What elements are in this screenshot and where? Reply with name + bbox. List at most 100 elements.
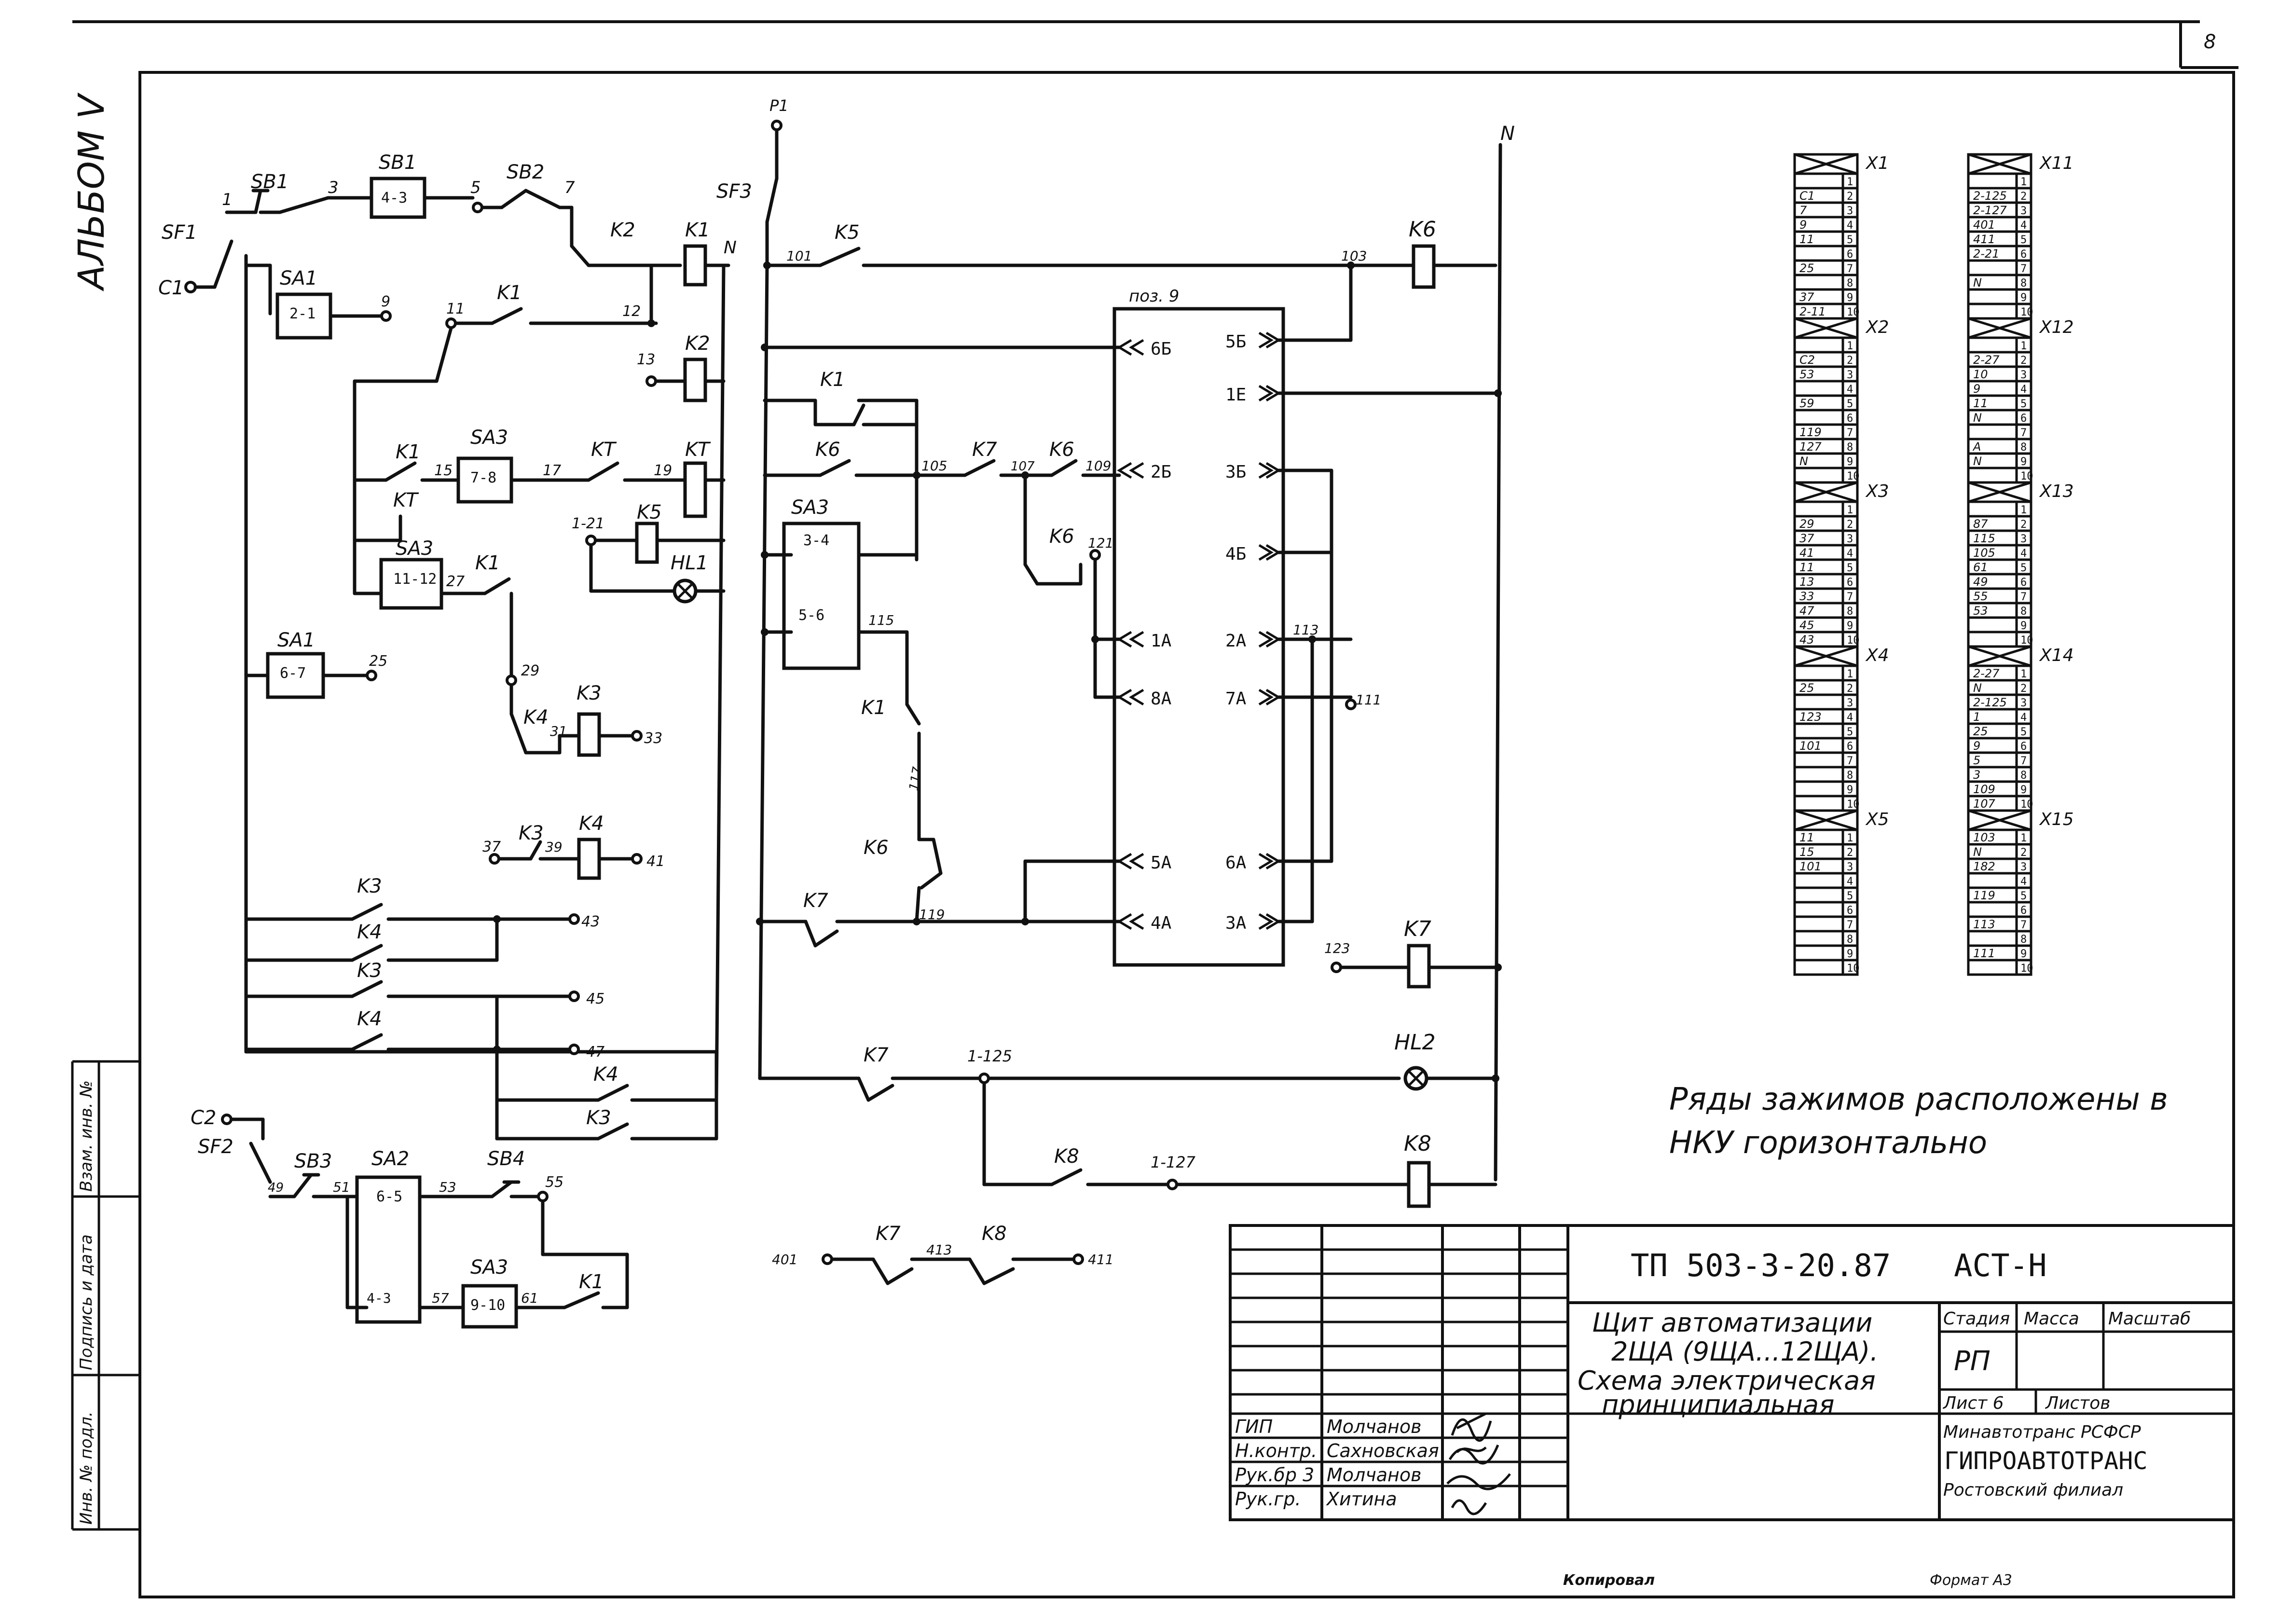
title-line-3: Схема электрическая — [1578, 1365, 1876, 1396]
tb-row-number: 5 — [2020, 234, 2027, 246]
right-n-label: N — [1500, 123, 1515, 145]
tb-row-label: 401 — [1973, 218, 1995, 232]
tb-row-number: 4 — [2020, 548, 2027, 560]
tb-row — [1967, 901, 2018, 918]
tb-row-number: 8 — [2020, 277, 2027, 289]
svg-text:7-8: 7-8 — [470, 469, 496, 486]
tb-row-number: 7 — [2020, 427, 2027, 439]
tb-row-number: 7 — [1847, 427, 1853, 439]
staff-role-4: Рук.гр. — [1235, 1488, 1301, 1510]
tb-row-label: 101 — [1799, 739, 1822, 753]
tb-row-number: 4 — [2020, 876, 2027, 888]
tb-row-label: 2-11 — [1799, 305, 1826, 318]
tb-row — [1793, 930, 1844, 947]
tb-row-number: 4 — [1847, 384, 1853, 396]
net-7: 7 — [564, 178, 575, 197]
tb-row-label: 10 — [1973, 368, 1988, 381]
tb-row-label: 37 — [1799, 290, 1814, 304]
tb-row-label: 41 — [1799, 546, 1814, 560]
tb-row-number: 8 — [1847, 277, 1853, 289]
tb-row-number: 4 — [1847, 876, 1853, 888]
net-25: 25 — [369, 653, 387, 670]
tb-row-number: 1 — [2020, 668, 2027, 680]
tb-group-name: X11 — [2039, 153, 2073, 173]
net-61: 61 — [521, 1290, 538, 1306]
tb-row-label: N — [1973, 845, 1982, 859]
tb-row — [1793, 901, 1844, 918]
port-1e: 1Е — [1225, 385, 1246, 405]
net-113: 113 — [1293, 622, 1318, 638]
tb-row-number: 2 — [2020, 191, 2027, 203]
net-1-125: 1-125 — [967, 1047, 1012, 1065]
tb-row — [1793, 380, 1844, 397]
net-413: 413 — [926, 1242, 952, 1258]
tb-row-label: 53 — [1799, 368, 1814, 381]
tb-row-number: 4 — [2020, 220, 2027, 232]
doc-mark: АСТ-Н — [1954, 1248, 2047, 1284]
tb-row-label: 61 — [1973, 561, 1988, 574]
tb-row-label: 411 — [1973, 233, 1995, 246]
drawing-frame — [71, 20, 2238, 1598]
tb-row-label: 45 — [1799, 619, 1814, 632]
tb-row — [1793, 722, 1844, 740]
tb-row-label: 9 — [1799, 218, 1807, 232]
tb-row-number: 6 — [1847, 905, 1853, 917]
input-c2: С2 — [191, 1107, 216, 1129]
tb-row — [1793, 795, 1844, 812]
tb-row-number: 5 — [1847, 398, 1853, 410]
tb-row-number: 2 — [2020, 355, 2027, 367]
tb-row-label: 111 — [1973, 947, 1995, 960]
tb-group-name: X12 — [2039, 317, 2073, 337]
tb-row-number: 5 — [1847, 234, 1853, 246]
tb-row-label: С2 — [1799, 353, 1815, 367]
port-2a: 2А — [1225, 631, 1247, 651]
tb-row-label: 59 — [1799, 397, 1814, 410]
svg-text:11-12: 11-12 — [393, 571, 437, 588]
tb-row-label: 103 — [1973, 831, 1995, 844]
tb-row-label: N — [1973, 454, 1982, 468]
tb-row — [1793, 944, 1844, 962]
k7-contact-label-d: K7 — [876, 1223, 901, 1245]
tb-row-number: 3 — [1847, 533, 1853, 545]
tb-row-number: 7 — [2020, 591, 2027, 603]
album-label: АЛЬБОМ V — [71, 93, 112, 291]
tb-row-number: 10 — [1847, 634, 1860, 647]
k8-contact-label-a: K8 — [1054, 1145, 1079, 1168]
tb-row-label: N — [1973, 276, 1982, 289]
sheet-label: Лист 6 — [1942, 1393, 2004, 1413]
tb-row-number: 9 — [1847, 292, 1853, 304]
tb-row-number: 8 — [2020, 606, 2027, 618]
middle-circuit: P1 SF3 101 K5 103 K6 N поз. 9 6Б 2Б 1А 8… — [716, 96, 1515, 1208]
tb-row-label: 25 — [1799, 261, 1814, 275]
tb-row-label: 119 — [1799, 426, 1822, 439]
staff-role-1: ГИП — [1235, 1416, 1273, 1437]
tb-row-label: 182 — [1973, 860, 1995, 873]
tb-row-number: 1 — [1847, 340, 1853, 352]
sa2-label: SA2 — [371, 1148, 409, 1170]
tb-row — [1793, 664, 1844, 682]
port-6b: 6Б — [1151, 339, 1171, 359]
tb-row — [1967, 336, 2018, 354]
tb-row-number: 7 — [2020, 919, 2027, 931]
tb-row-number: 6 — [2020, 413, 2027, 425]
sa3-contact-c: 9-10 — [470, 1297, 505, 1314]
k7-contact-label-a: K7 — [972, 439, 997, 461]
tb-group-name: X3 — [1865, 482, 1889, 501]
tb-row-number: 6 — [1847, 741, 1853, 753]
tb-row-number: 10 — [2020, 306, 2033, 318]
tb-row-label: 107 — [1973, 797, 1996, 811]
tb-row-number: 1 — [2020, 340, 2027, 352]
tb-row-number: 9 — [2020, 948, 2027, 960]
port-7a: 7А — [1225, 689, 1247, 709]
k6-contact-label-c: K6 — [1049, 525, 1074, 548]
port-5a: 5А — [1151, 853, 1172, 873]
sb3-label: SB3 — [294, 1150, 332, 1172]
sa3-label-a: SA3 — [470, 427, 508, 449]
tb-row-number: 1 — [2020, 832, 2027, 844]
terminal-block-left: X112С1374951167258937102-11X212С23534559… — [1793, 153, 1889, 976]
k1-contact-label-e: K1 — [820, 369, 845, 391]
tb-row-label: 2-125 — [1973, 189, 2007, 203]
tb-row-label: 2-27 — [1973, 353, 2000, 367]
tb-row-number: 8 — [1847, 934, 1853, 946]
tb-row — [1793, 245, 1844, 262]
